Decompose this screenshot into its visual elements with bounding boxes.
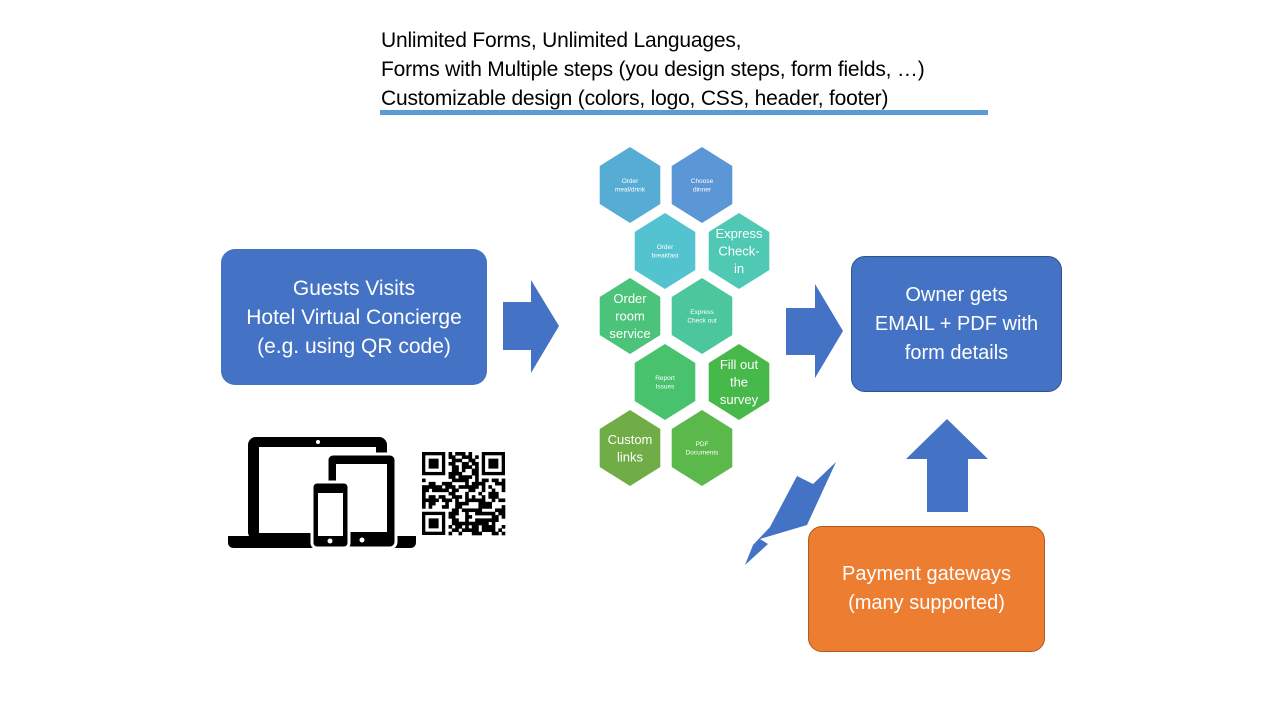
service-hexagon [634,213,696,289]
owner-notification-box: Owner gets EMAIL + PDF with form details [851,256,1062,392]
hexagon-label: Order [657,244,674,251]
hexagon-label: meal/drink [615,187,646,194]
guest-box-line: (e.g. using QR code) [257,334,451,358]
owner-box-line: Owner gets [905,283,1008,306]
service-hexagon [634,344,696,420]
hexagon-label: Check- [718,244,759,259]
guest-box-line: Hotel Virtual Concierge [246,305,462,329]
feature-line: Forms with Multiple steps (you design st… [381,58,925,81]
payment-box-line: (many supported) [848,592,1005,614]
arrow-right-icon [503,280,559,373]
feature-list: Unlimited Forms, Unlimited Languages, Fo… [381,26,1001,113]
hexagon-label: Documents [686,450,720,457]
hexagon-label: Express [716,226,763,241]
hexagon-label: Choose [691,178,714,185]
owner-box-line: form details [904,341,1009,364]
guest-box-line: Guests Visits [292,276,416,300]
hexagon-label: room [615,309,645,324]
feature-line: Customizable design (colors, logo, CSS, … [381,87,889,110]
service-hexagon [671,410,733,486]
hexagon-label: Check out [687,318,716,325]
hexagon-label: Report [655,375,675,382]
hexagon-label: in [734,261,744,276]
hexagon-label: the [730,375,748,390]
hexagon-label: Express [690,309,714,316]
hexagon-label: links [617,449,644,464]
hexagon-label: Custom [608,432,653,447]
service-hexagon [599,147,661,223]
payment-box-line: Payment gateways [842,563,1011,585]
hexagon-label: service [609,326,650,341]
devices-icon [228,437,416,550]
hexagon-label: Fill out [720,357,759,372]
service-hexagon [708,344,770,420]
service-hexagon [599,410,661,486]
feature-line: Unlimited Forms, Unlimited Languages, [381,29,742,52]
hexagon-label: breakfast [652,253,679,260]
guest-visit-box: Guests Visits Hotel Virtual Concierge (e… [221,249,487,385]
header-underline [380,110,988,115]
payment-gateways-box: Payment gateways (many supported) [808,526,1045,652]
hexagon-label: Issues [656,384,676,391]
hexagon-label: Order [622,178,639,185]
service-hexagon [599,278,661,354]
service-hexagon [708,213,770,289]
hexagon-label: survey [720,392,759,407]
service-hexagon [671,147,733,223]
service-hexagons: Ordermeal/drinkChoosedinnerOrderbreakfas… [599,147,770,486]
service-hexagon [671,278,733,354]
arrow-right-icon [786,284,843,378]
lightning-bolt-icon [745,462,836,565]
owner-box-line: EMAIL + PDF with [874,312,1039,335]
arrow-up-icon [906,419,988,512]
hexagon-label: PDF [696,441,709,448]
qr-code-icon [422,452,506,536]
hexagon-label: dinner [693,187,712,194]
hexagon-label: Order [613,291,647,306]
